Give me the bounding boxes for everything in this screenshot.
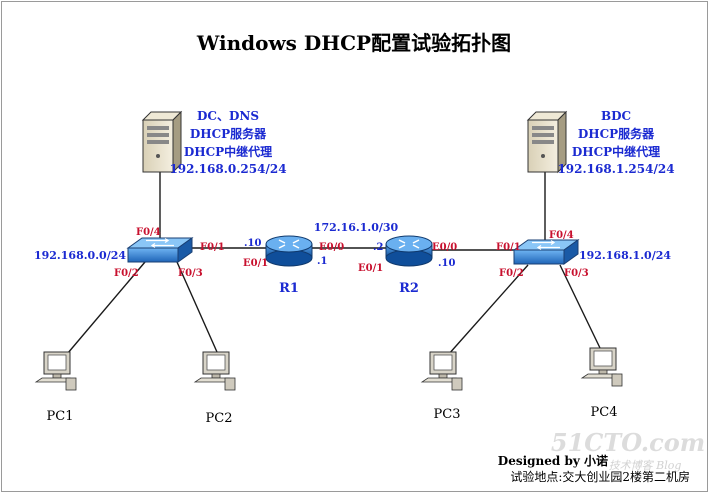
server-right-labels: BDC DHCP服务器 DHCP中继代理 192.168.1.254/24 <box>557 109 674 176</box>
server-right-dhcp-server: DHCP服务器 <box>578 126 655 141</box>
server-right-icon <box>526 110 568 174</box>
links <box>61 170 601 361</box>
r2-left-iface: E0/1 <box>358 263 383 274</box>
r2-left-host: .2 <box>373 242 383 253</box>
pc2-label: PC2 <box>206 411 233 426</box>
r1-right-iface: E0/0 <box>319 242 344 253</box>
pc3-label: PC3 <box>434 407 461 422</box>
switch-left-icon <box>126 237 194 263</box>
router-r2-interfaces: .2 E0/1 E0/0 .10 <box>358 242 457 274</box>
switch-left-network: 192.168.0.0/24 <box>34 249 126 262</box>
server-left-icon <box>141 110 183 174</box>
port-left-f04: F0/4 <box>136 227 161 238</box>
link-switch-pc3 <box>447 264 529 356</box>
port-right-f04: F0/4 <box>549 230 574 241</box>
designed-by: Designed by 小诺 <box>498 453 608 468</box>
server-left-ip: 192.168.0.254/24 <box>169 162 286 176</box>
router-r2-label: R2 <box>399 281 419 296</box>
link-switch-pc1 <box>61 261 146 361</box>
port-left-f01: F0/1 <box>200 242 225 253</box>
switch-right-network: 192.168.1.0/24 <box>579 249 671 262</box>
port-right-f02: F0/2 <box>499 268 524 279</box>
r2-right-host: .10 <box>438 258 455 269</box>
pc4-icon <box>581 347 623 387</box>
diagram-title: Windows DHCP配置试验拓扑图 <box>196 31 511 55</box>
watermark: 51CTO.com 技术博客 Blog <box>551 428 705 472</box>
switch-right-ports: F0/4 F0/1 F0/2 F0/3 <box>496 230 589 279</box>
switch-right-icon <box>512 239 580 265</box>
port-right-f03: F0/3 <box>564 268 589 279</box>
pc1-label: PC1 <box>47 409 74 424</box>
server-left-dhcp-server: DHCP服务器 <box>190 126 267 141</box>
router-r1-label: R1 <box>279 281 299 296</box>
link-switch-pc2 <box>176 261 218 353</box>
pc2-icon <box>194 351 236 391</box>
server-right-dhcp-relay: DHCP中继代理 <box>572 144 660 159</box>
router-r2-icon <box>385 235 433 267</box>
watermark-site: 51CTO.com <box>551 428 705 457</box>
pc4-label: PC4 <box>591 405 618 420</box>
server-left-labels: DC、DNS DHCP服务器 DHCP中继代理 192.168.0.254/24 <box>169 109 286 176</box>
port-left-f03: F0/3 <box>178 268 203 279</box>
test-location: 试验地点:交大创业园2楼第二机房 <box>510 469 690 484</box>
link-switch-pc4 <box>559 264 601 349</box>
port-left-f02: F0/2 <box>114 268 139 279</box>
r1-left-host: .10 <box>244 238 261 249</box>
link-network-label: 172.16.1.0/30 <box>314 221 399 234</box>
router-r1-icon <box>265 235 313 267</box>
watermark-tag: 技术博客 Blog <box>609 459 682 472</box>
r1-right-host: .1 <box>317 256 327 267</box>
switch-left-ports: F0/4 F0/1 F0/2 F0/3 <box>114 227 225 279</box>
server-right-ip: 192.168.1.254/24 <box>557 162 674 176</box>
router-r1-interfaces: .10 E0/1 E0/0 .1 <box>243 238 344 269</box>
server-left-role: DC、DNS <box>197 109 259 123</box>
pc-labels: PC1 PC2 PC3 PC4 <box>47 405 618 426</box>
r2-right-iface: E0/0 <box>432 242 457 253</box>
server-right-role: BDC <box>601 109 631 123</box>
server-left-dhcp-relay: DHCP中继代理 <box>184 144 272 159</box>
r1-left-iface: E0/1 <box>243 258 268 269</box>
port-right-f01: F0/1 <box>496 242 521 253</box>
pc3-icon <box>421 351 463 391</box>
pc1-icon <box>35 351 77 391</box>
